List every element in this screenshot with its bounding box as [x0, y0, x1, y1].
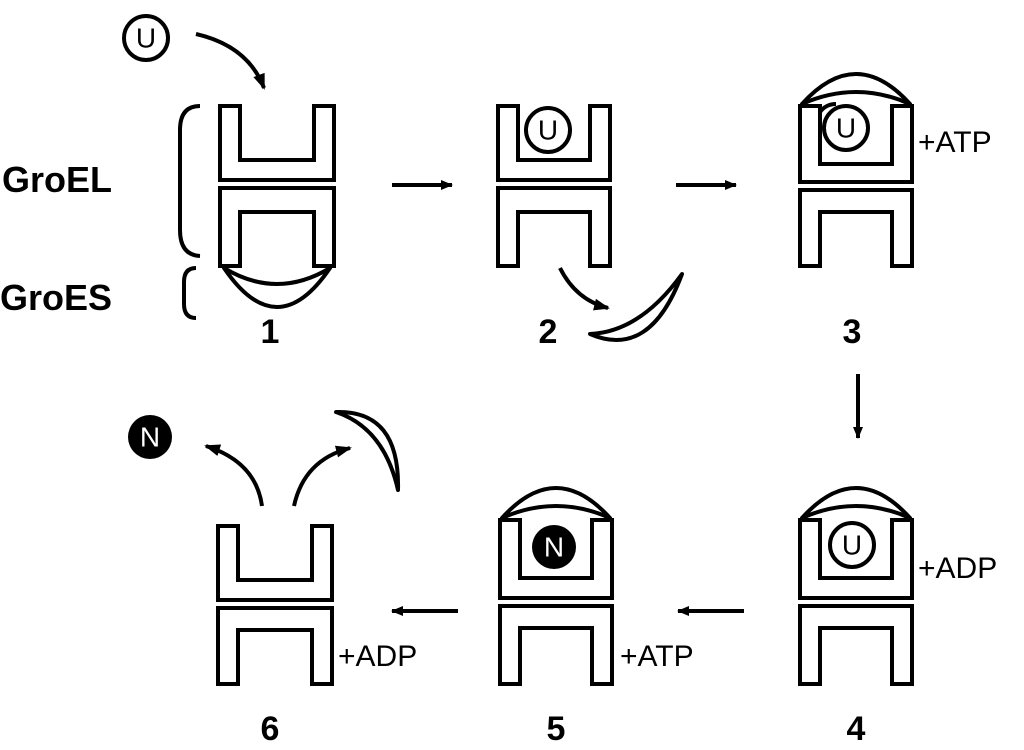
- unfolded-substrate-encapsulated: [822, 104, 870, 152]
- step-6-nucleotide: +ADP: [338, 640, 417, 673]
- unfolded-substrate-letter: U: [538, 115, 558, 146]
- step-3-number: 3: [843, 313, 862, 351]
- groel-ring-upper: [218, 104, 336, 182]
- step-6-number: 6: [261, 710, 280, 748]
- cavity-wall: [818, 102, 837, 114]
- complex-6: N +ADP 6: [128, 409, 417, 748]
- step-3-nucleotide: +ATP: [918, 126, 992, 159]
- step-2-number: 2: [539, 313, 558, 351]
- unfolded-substrate-letter: U: [842, 530, 862, 561]
- step-5-nucleotide: +ATP: [620, 640, 694, 673]
- substrate-release-arrow: [204, 444, 264, 507]
- native-substrate-encapsulated: [532, 525, 576, 569]
- native-substrate-released: [128, 415, 172, 459]
- groel-label: GroEL: [2, 159, 112, 200]
- groel-bracket: [178, 104, 201, 258]
- groes-bracket: [182, 266, 197, 320]
- step-4-nucleotide: +ADP: [918, 552, 997, 585]
- unfolded-substrate-bound: [524, 106, 572, 154]
- groes-lid: [800, 486, 912, 520]
- step-5-number: 5: [547, 710, 566, 748]
- complex-3: U +ATP 3: [798, 72, 992, 351]
- groel-ring-upper: [498, 518, 614, 600]
- groel-ring-lower: [798, 188, 914, 268]
- groel-ring-lower: [218, 186, 336, 268]
- unfolded-substrate-incoming: [122, 14, 170, 62]
- groes-released: [588, 272, 684, 342]
- groes-released: [334, 409, 401, 492]
- groel-ring-upper: [798, 104, 914, 184]
- groel-ring-upper: [798, 518, 914, 600]
- groes-release-arrow: [292, 445, 352, 507]
- native-substrate-letter: N: [140, 422, 160, 453]
- unfolded-substrate-letter: U: [136, 23, 156, 54]
- groel-ring-lower: [216, 606, 334, 686]
- substrate-entry-arrow: [195, 32, 266, 90]
- groel-ring-lower: [496, 186, 612, 268]
- unfolded-substrate-folding: [828, 521, 876, 569]
- groes-release-arrow: [558, 267, 610, 311]
- groes-lid: [800, 72, 912, 106]
- groel-ring-upper: [216, 524, 334, 602]
- unfolded-substrate-letter: U: [836, 113, 856, 144]
- step-4-number: 4: [847, 710, 866, 748]
- complex-5: N +ATP 5: [498, 486, 694, 748]
- groel-ring-lower: [798, 604, 914, 686]
- complex-1: U 1: [122, 14, 336, 351]
- native-substrate-letter: N: [544, 532, 564, 563]
- complex-2: U 2: [496, 104, 684, 351]
- groel-ring-upper: [496, 104, 612, 182]
- step-1-number: 1: [261, 313, 280, 351]
- groel-ring-lower: [498, 604, 614, 686]
- groes-label: GroES: [0, 277, 112, 318]
- complex-4: U +ADP 4: [798, 486, 997, 748]
- groes-lid: [500, 486, 612, 520]
- groes-lid: [222, 266, 332, 309]
